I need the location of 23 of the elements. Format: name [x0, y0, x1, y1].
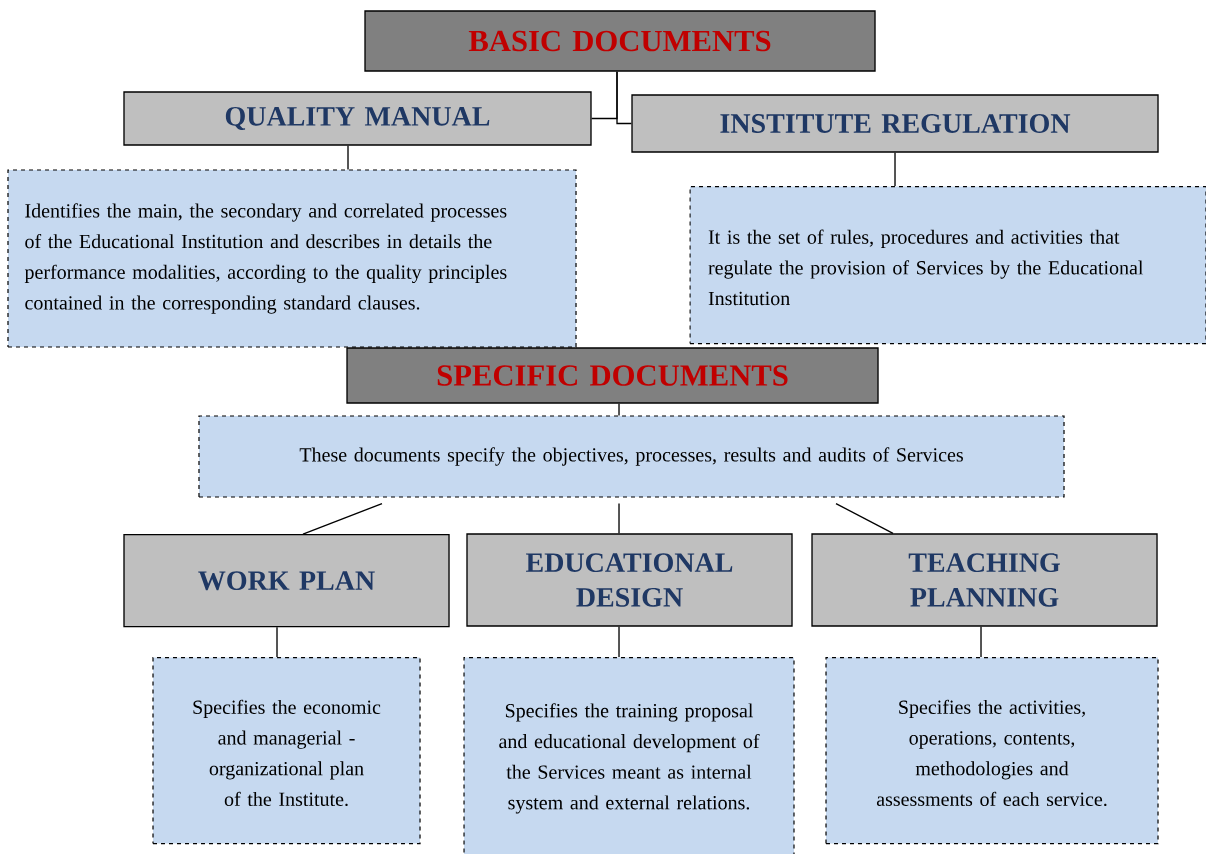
connector-line: [302, 502, 383, 535]
description-box: Specifies the activities, operations, contents, methodologies and assessments of each service.: [825, 657, 1159, 845]
connector-line: [276, 626, 278, 658]
description-box: Identifies the main, the secondary and correlated processes of the Educational Institution and describes in details the performance modalities, according to the quality principles contained in the corresponding standard clauses.: [7, 169, 577, 348]
description-box: Specifies the training proposal and educational development of the Services meant as internal system and external relations.: [463, 657, 795, 854]
description-box: These documents specify the objectives, processes, results and audits of Services: [198, 415, 1065, 498]
connector-line: [616, 71, 632, 125]
document-box: WORK PLAN: [123, 534, 450, 628]
connector-line: [835, 502, 894, 534]
connector-line: [618, 626, 620, 658]
section-header-box: BASIC DOCUMENTS: [364, 10, 876, 72]
connector-line: [980, 626, 982, 658]
connector-line: [618, 502, 620, 534]
connector-line: [894, 152, 896, 187]
description-box: It is the set of rules, procedures and activities that regulate the provision of Services by the Educational Institution: [689, 186, 1206, 345]
document-box: TEACHING PLANNING: [811, 533, 1158, 627]
connector-line: [618, 403, 620, 417]
description-box: Specifies the economic and managerial - organizational plan of the Institute.: [152, 657, 421, 845]
document-box: QUALITY MANUAL: [123, 91, 592, 146]
document-box: EDUCATIONAL DESIGN: [466, 533, 793, 627]
document-box: INSTITUTE REGULATION: [631, 94, 1159, 153]
section-header-box: SPECIFIC DOCUMENTS: [346, 347, 879, 404]
connector-line: [347, 145, 349, 171]
